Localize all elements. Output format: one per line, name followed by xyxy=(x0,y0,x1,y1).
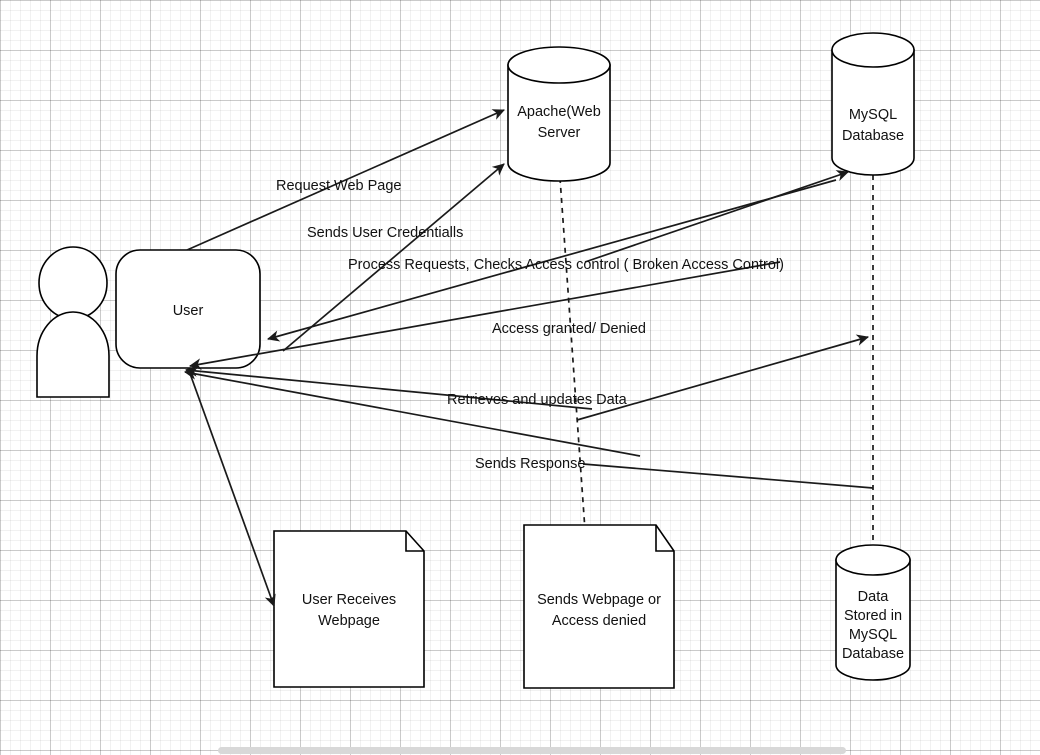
user-box-label: User xyxy=(173,303,204,319)
mysql-cylinder-top xyxy=(831,32,915,68)
db-data-stored[interactable]: Data Stored in MySQL Database xyxy=(835,544,911,681)
apache-cylinder-body xyxy=(507,64,611,182)
doc-user-receives-body xyxy=(273,530,425,688)
db-data-stored-body xyxy=(835,559,911,681)
horizontal-scrollbar[interactable] xyxy=(0,747,1040,755)
doc-user-receives-label-line1: User Receives xyxy=(302,592,396,608)
edge-label-sends-response: Sends Response xyxy=(475,456,585,472)
mysql-label-line1: MySQL xyxy=(849,107,897,123)
apache-cylinder-top xyxy=(507,46,611,84)
edge-data-return-to-user xyxy=(184,365,593,410)
horizontal-scrollbar-thumb[interactable] xyxy=(218,747,846,754)
actor-head xyxy=(38,246,108,320)
edge-sends-response-to-user xyxy=(183,368,641,457)
doc-user-receives-label-line2: Webpage xyxy=(318,613,380,629)
mysql-node[interactable]: MySQL Database xyxy=(831,32,915,176)
edge-label-sends-user-credentials: Sends User Credentialls xyxy=(307,225,463,241)
doc-sends-webpage[interactable]: Sends Webpage or Access denied xyxy=(523,524,675,689)
user-actor[interactable] xyxy=(36,246,110,398)
edge-user-receives-webpage xyxy=(187,367,276,607)
doc-sends-webpage-label-line1: Sends Webpage or xyxy=(537,592,661,608)
edge-sends-user-credentials xyxy=(282,163,505,352)
db-data-stored-label-line2: Stored in xyxy=(844,608,902,624)
db-data-stored-label-line1: Data xyxy=(858,589,890,605)
edge-apache-reply-to-user xyxy=(188,261,781,370)
edge-label-access-granted-denied: Access granted/ Denied xyxy=(492,321,646,337)
edge-label-request-web-page: Request Web Page xyxy=(276,178,401,194)
edge-sends-response-baseline xyxy=(582,463,874,489)
doc-sends-webpage-body xyxy=(523,524,675,689)
db-data-stored-top xyxy=(835,544,911,576)
edge-request-web-page xyxy=(186,109,505,251)
db-data-stored-label-line3: MySQL xyxy=(849,627,897,643)
apache-label-line1: Apache(Web xyxy=(517,104,601,120)
doc-sends-webpage-label-line2: Access denied xyxy=(552,613,646,629)
edge-retrieves-updates-data xyxy=(576,334,870,421)
mysql-label-line2: Database xyxy=(842,128,904,144)
edge-label-retrieves-updates-data: Retrieves and updates Data xyxy=(447,392,628,408)
db-data-stored-label-line4: Database xyxy=(842,646,904,662)
doc-user-receives-webpage[interactable]: User Receives Webpage xyxy=(273,530,425,688)
edge-access-granted-denied xyxy=(266,179,837,342)
doc-user-receives-fold xyxy=(405,531,424,552)
edge-process-requests xyxy=(584,170,850,263)
apache-label-line2: Server xyxy=(538,125,581,141)
lifeline-apache xyxy=(559,177,586,531)
mysql-cylinder-body xyxy=(831,49,915,176)
user-node[interactable]: User xyxy=(115,249,261,369)
doc-sends-webpage-fold xyxy=(655,525,674,552)
actor-body xyxy=(36,311,110,398)
edge-label-process-requests: Process Requests, Checks Access control … xyxy=(348,257,784,273)
apache-node[interactable]: Apache(Web Server xyxy=(507,46,611,182)
